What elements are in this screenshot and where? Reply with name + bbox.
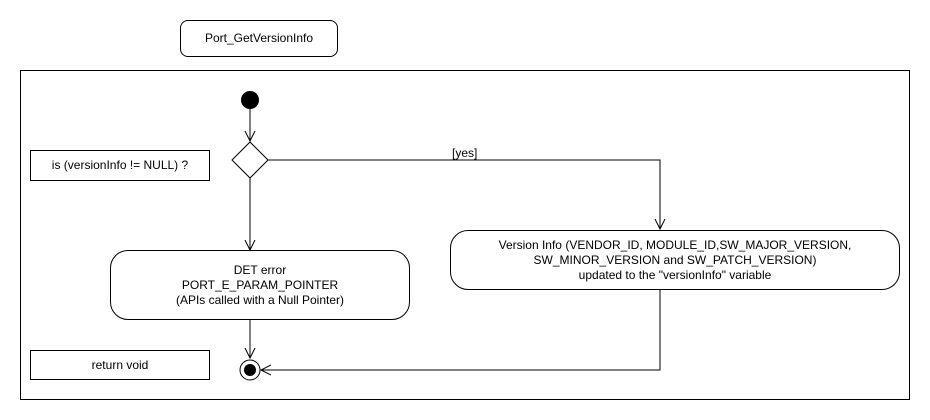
version-info-line-2: SW_MINOR_VERSION and SW_PATCH_VERSION) <box>533 252 817 267</box>
version-info-line-1: Version Info (VENDOR_ID, MODULE_ID,SW_MA… <box>498 237 852 252</box>
det-error-code: PORT_E_PARAM_POINTER <box>181 277 339 292</box>
decision-node <box>231 141 269 179</box>
return-note: return void <box>30 350 210 380</box>
version-info-line-3: updated to the "versionInfo" variable <box>578 267 772 282</box>
final-node-inner <box>244 364 256 376</box>
diagram-title: Port_GetVersionInfo <box>180 20 338 57</box>
flow-version-info-to-final <box>261 290 661 370</box>
det-error-description: (APIs called with a Null Pointer) <box>175 292 345 307</box>
activity-frame <box>20 70 910 400</box>
initial-node <box>241 91 259 109</box>
guard-yes-label: [yes] <box>452 146 478 160</box>
det-error-action: DET error PORT_E_PARAM_POINTER (APIs cal… <box>110 250 410 320</box>
det-error-title: DET error <box>233 262 287 277</box>
flow-decision-to-version-info <box>268 159 660 229</box>
version-info-action: Version Info (VENDOR_ID, MODULE_ID,SW_MA… <box>450 230 900 290</box>
condition-note: is (versionInfo != NULL) ? <box>30 150 210 181</box>
